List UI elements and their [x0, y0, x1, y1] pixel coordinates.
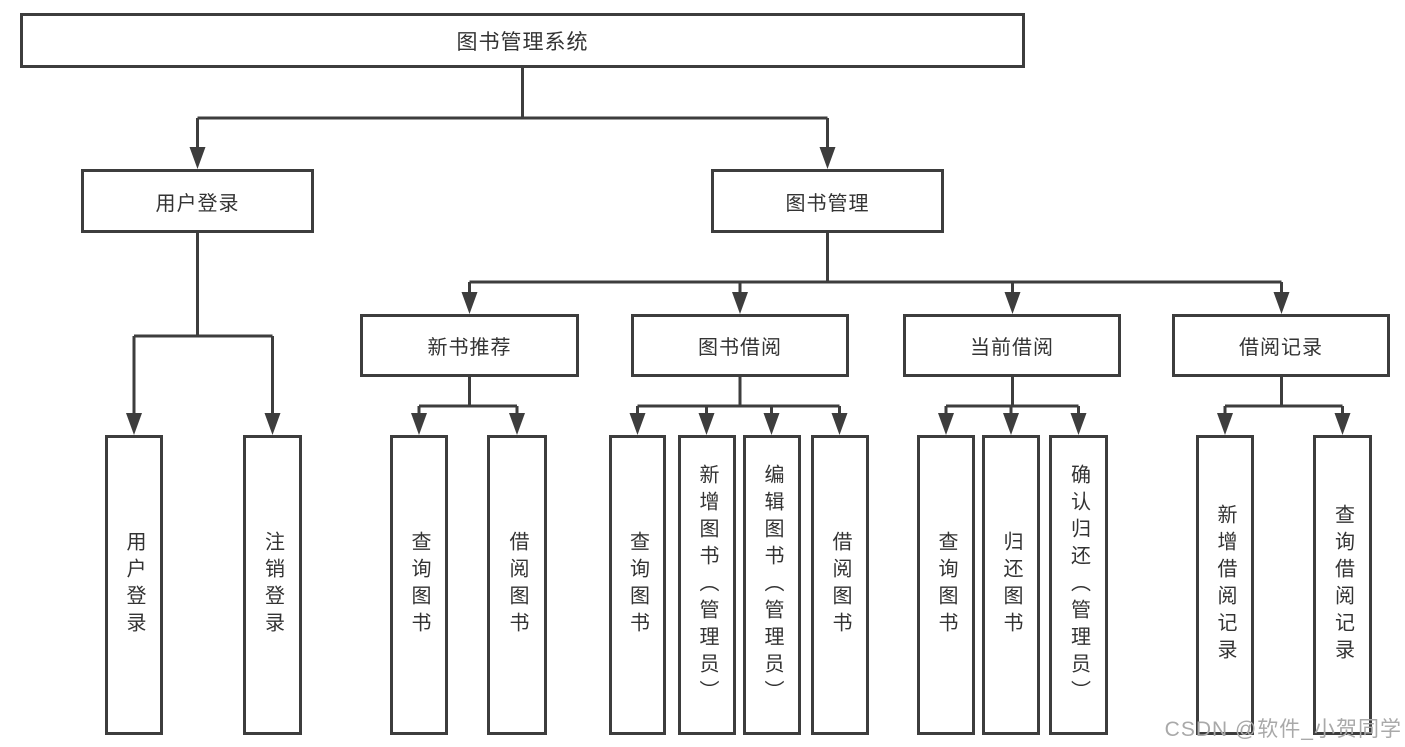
leaf-add-borrow-record: 新增借阅记录 [1196, 435, 1254, 735]
arrowhead [509, 413, 525, 435]
arrowhead [732, 292, 748, 314]
node-label: 图书借阅 [698, 337, 782, 359]
node-label: 新增图书（管理员） [696, 463, 718, 707]
node-label: 新增借阅记录 [1214, 504, 1236, 666]
node-label: 确认归还（管理员） [1067, 463, 1090, 707]
node-new-book-recommend: 新书推荐 [360, 314, 579, 377]
node-label: 借阅图书 [506, 531, 528, 639]
node-label: 新书推荐 [427, 337, 512, 359]
node-label: 归还图书 [1000, 531, 1022, 639]
leaf-query-books-current: 查询图书 [917, 435, 975, 735]
leaf-add-book-admin: 新增图书（管理员） [678, 435, 736, 735]
arrowhead [698, 413, 715, 435]
arrowhead [819, 147, 836, 169]
arrowhead [629, 413, 646, 435]
leaf-user-login: 用户登录 [105, 435, 163, 735]
node-root-system: 图书管理系统 [20, 13, 1025, 68]
node-book-management: 图书管理 [711, 169, 944, 233]
node-label: 查询借阅记录 [1331, 504, 1354, 666]
node-current-borrow: 当前借阅 [903, 314, 1121, 377]
node-borrow-records: 借阅记录 [1172, 314, 1390, 377]
arrowhead [831, 413, 848, 435]
leaf-query-books-borrow: 查询图书 [609, 435, 666, 735]
node-label: 查询图书 [626, 531, 649, 639]
csdn-watermark: CSDN @软件_小贺同学 [1164, 718, 1402, 741]
node-label: 查询图书 [408, 531, 430, 639]
arrowhead [189, 147, 206, 169]
leaf-return-book: 归还图书 [982, 435, 1040, 735]
arrowhead [1273, 292, 1290, 314]
node-label: 查询图书 [935, 531, 957, 639]
arrowhead [1003, 413, 1019, 435]
leaf-query-books-recommend: 查询图书 [390, 435, 448, 735]
node-label: 用户登录 [155, 192, 240, 215]
leaf-query-borrow-record: 查询借阅记录 [1313, 435, 1372, 735]
arrowhead [938, 413, 954, 435]
node-label: 用户登录 [123, 531, 145, 639]
arrowhead [1004, 292, 1021, 314]
arrowhead [1334, 413, 1351, 435]
arrowhead [461, 292, 478, 314]
leaf-borrow-books-recommend: 借阅图书 [487, 435, 547, 735]
node-label: 借阅图书 [829, 531, 851, 639]
arrowhead [1070, 413, 1087, 435]
node-label: 注销登录 [261, 531, 284, 639]
node-label: 编辑图书（管理员） [761, 463, 783, 707]
leaf-logout: 注销登录 [243, 435, 302, 735]
arrowhead [763, 413, 780, 435]
node-book-borrow: 图书借阅 [631, 314, 849, 377]
node-label: 图书管理 [785, 192, 870, 215]
node-user-login: 用户登录 [81, 169, 314, 233]
leaf-edit-book-admin: 编辑图书（管理员） [743, 435, 801, 735]
node-label: 图书管理系统 [456, 30, 589, 54]
arrowhead [411, 413, 427, 435]
leaf-borrow-books-borrow: 借阅图书 [811, 435, 869, 735]
leaf-confirm-return-admin: 确认归还（管理员） [1049, 435, 1108, 735]
node-label: 当前借阅 [970, 337, 1054, 359]
node-label: 借阅记录 [1239, 337, 1323, 359]
arrowhead [126, 413, 142, 435]
arrowhead [264, 413, 281, 435]
arrowhead [1217, 413, 1233, 435]
